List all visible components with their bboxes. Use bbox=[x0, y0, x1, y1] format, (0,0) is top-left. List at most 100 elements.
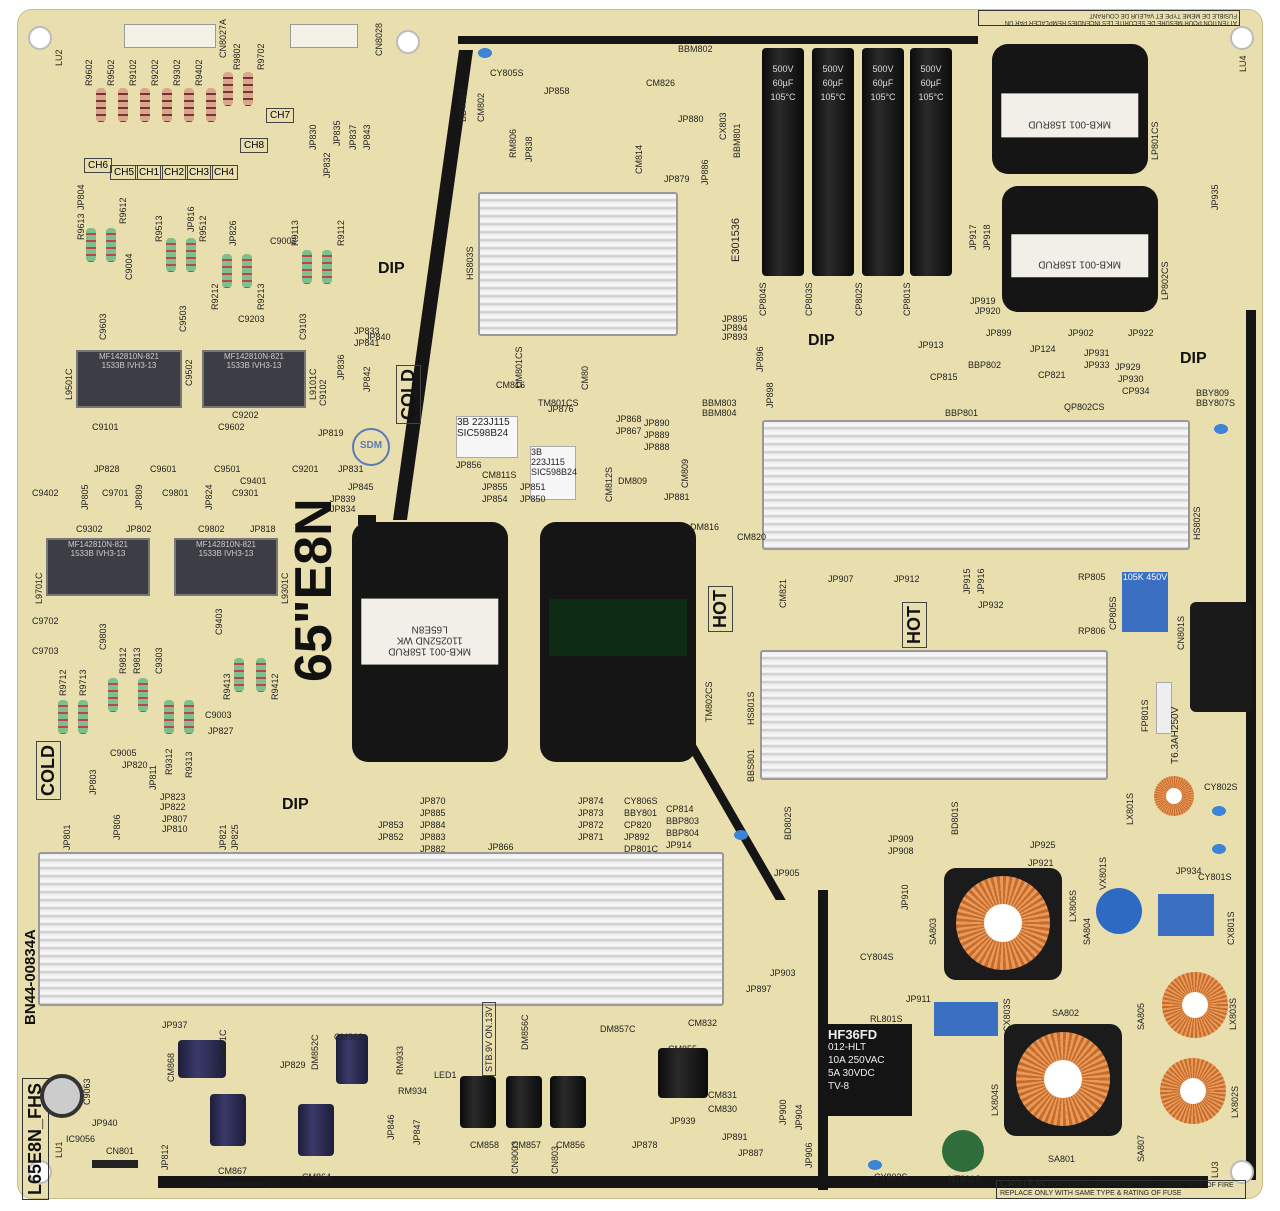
ref-label: C9101 bbox=[92, 422, 119, 432]
ref-label: JP870 bbox=[420, 796, 446, 806]
resistor bbox=[243, 72, 253, 106]
ref-label: LX801S bbox=[1125, 792, 1135, 825]
ref-label: JP828 bbox=[94, 464, 120, 474]
ref-label: JP916 bbox=[976, 568, 986, 594]
resistor bbox=[184, 700, 194, 734]
ref-label: CY804S bbox=[860, 952, 894, 962]
resistor bbox=[106, 228, 116, 262]
ref-label: JP804 bbox=[76, 184, 86, 210]
ref-label: RL801S bbox=[870, 1014, 903, 1024]
ref-label: CN801 bbox=[106, 1146, 135, 1156]
ref-label: C9201 bbox=[292, 464, 319, 474]
isolation-trace bbox=[358, 515, 376, 525]
ref-label: BBY801 bbox=[624, 808, 658, 818]
ref-label: JP885 bbox=[420, 808, 446, 818]
channel-label: CH6 bbox=[84, 158, 113, 173]
ref-label: CX803S bbox=[1002, 998, 1012, 1032]
ref-label: CY801S bbox=[1198, 872, 1232, 882]
ref-label: JP911 bbox=[906, 994, 931, 1004]
ref-label: JP879 bbox=[664, 174, 690, 184]
fuse-ref: FP801S bbox=[1140, 699, 1150, 732]
ref-label: JP841 bbox=[354, 338, 380, 348]
ref-label: JP884 bbox=[420, 820, 446, 830]
ref-label: JP898 bbox=[765, 382, 775, 408]
ref-label: BBY809 bbox=[1196, 388, 1230, 398]
ref-label: CM826 bbox=[646, 78, 676, 88]
ref-label: JP845 bbox=[348, 482, 374, 492]
ref-label: LU1 bbox=[54, 1141, 64, 1158]
ref-label: CP801S bbox=[902, 282, 912, 316]
ref-label: LU4 bbox=[1238, 55, 1248, 72]
ref-label: JP876 bbox=[548, 404, 574, 414]
resistor bbox=[256, 658, 266, 692]
ref-label: JP850 bbox=[520, 494, 546, 504]
ref-label: C9401 bbox=[240, 476, 267, 486]
ref-label: JP842 bbox=[362, 366, 372, 392]
resistor bbox=[118, 88, 128, 122]
ac-input-connector-cn801s[interactable] bbox=[1190, 602, 1252, 712]
ref-label: IC9056 bbox=[66, 1134, 96, 1144]
ref-label: CP934 bbox=[1122, 386, 1150, 396]
ref-label: CM856 bbox=[556, 1140, 586, 1150]
ref-label: BBY807S bbox=[1196, 398, 1236, 408]
ref-label: JP895 bbox=[722, 314, 748, 324]
ref-label: JP823 bbox=[160, 792, 186, 802]
ref-label: JP802 bbox=[126, 524, 152, 534]
ref-label: JP824 bbox=[204, 484, 214, 510]
choke-lx806s bbox=[944, 868, 1062, 980]
ref-label: JP124 bbox=[1030, 344, 1056, 354]
ref-label: CM821 bbox=[778, 578, 788, 608]
ref-label: CN801S bbox=[1176, 615, 1186, 650]
ref-label: JP818 bbox=[250, 524, 276, 534]
ref-label: JP807 bbox=[162, 814, 188, 824]
ref-label: R9802 bbox=[232, 43, 242, 70]
connector-cn8027a bbox=[124, 24, 216, 48]
ref-label: JP806 bbox=[112, 814, 122, 840]
ref-label: CP814 bbox=[666, 804, 694, 814]
mounting-hole bbox=[1230, 26, 1254, 50]
ref-label: CM812S bbox=[604, 466, 614, 502]
ref-label: BBY802 bbox=[458, 88, 468, 122]
ref-label: JP872 bbox=[578, 820, 604, 830]
ref-label: R9613 bbox=[76, 213, 86, 240]
ref-label: R9712 bbox=[58, 669, 68, 696]
film-capacitor: 3B 223J115 SIC598B24 bbox=[456, 416, 518, 458]
channel-label: CH8 bbox=[240, 138, 269, 153]
ref-label: C9603 bbox=[98, 313, 108, 340]
ref-label: JP887 bbox=[738, 1148, 764, 1158]
relay-model: 012-HLT bbox=[828, 1042, 867, 1053]
ref-label: RM934 bbox=[398, 1086, 428, 1096]
ref-label: JP890 bbox=[644, 418, 670, 428]
ref-label: LED1 bbox=[434, 1070, 457, 1080]
ref-label: JP852 bbox=[378, 832, 404, 842]
ref-label: BBP801 bbox=[945, 408, 979, 418]
capacitor-cm855 bbox=[658, 1048, 708, 1098]
ref-label: JP816 bbox=[186, 206, 196, 232]
ref-label: JP819 bbox=[318, 428, 344, 438]
ref-label: CM811S bbox=[482, 470, 517, 480]
ref-label: CN8028 bbox=[374, 22, 384, 56]
ref-label: SA807 bbox=[1136, 1134, 1146, 1162]
ref-label: C9501 bbox=[214, 464, 241, 474]
ref-label: L9101C bbox=[308, 368, 318, 400]
ref-label: R9612 bbox=[118, 197, 128, 224]
ref-label: C9403 bbox=[214, 608, 224, 635]
varistor-vx801s bbox=[1096, 888, 1142, 934]
y-capacitor bbox=[1212, 844, 1226, 854]
mounting-hole bbox=[396, 30, 420, 54]
relay-brand: HF36FD bbox=[828, 1027, 878, 1042]
ref-label: DM851C bbox=[218, 1029, 228, 1065]
mounting-hole bbox=[28, 1160, 52, 1184]
caution-notice: CAUTION FOR CONTINUED PROTECTION AGAINST… bbox=[996, 1180, 1246, 1199]
ref-label: CM816 bbox=[496, 380, 526, 390]
dip-label: DIP bbox=[378, 260, 405, 277]
relay-cert: TV-8 bbox=[828, 1081, 850, 1092]
ref-label: C9103 bbox=[298, 313, 308, 340]
ref-label: CX801S bbox=[1226, 911, 1236, 945]
ref-label: JP846 bbox=[386, 1114, 396, 1140]
ref-label: JP934 bbox=[1176, 866, 1202, 876]
